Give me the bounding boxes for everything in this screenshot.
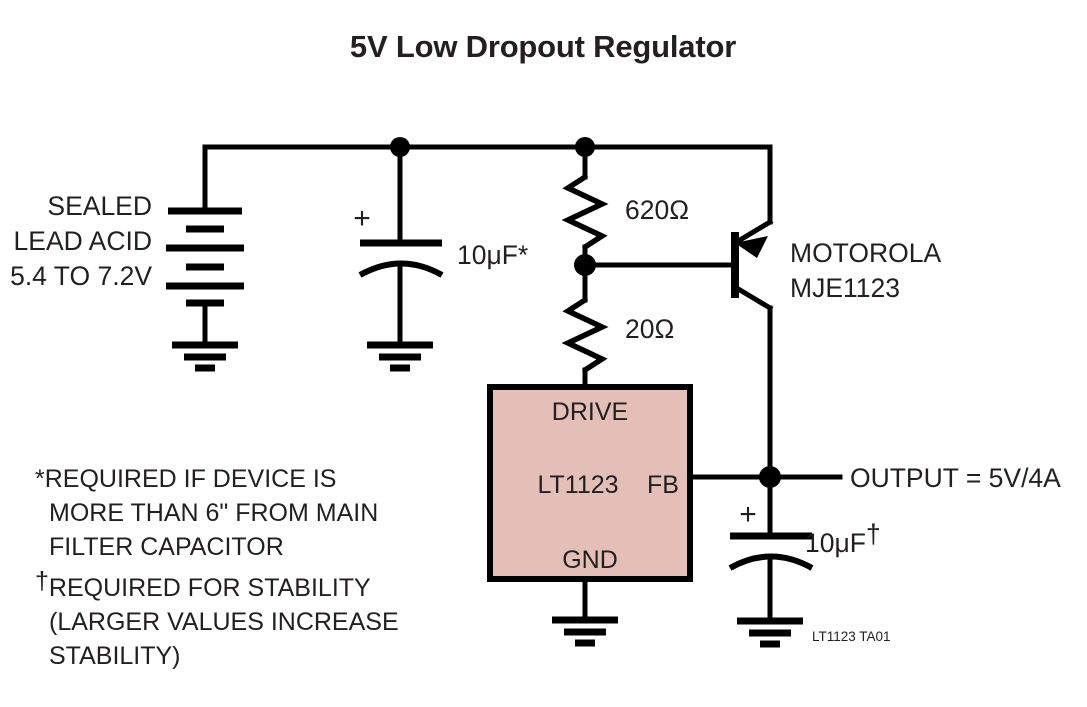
ground-symbol-battery <box>172 341 238 372</box>
footnote-asterisk-line3: FILTER CAPACITOR <box>49 533 284 561</box>
output-cap-polarity: + <box>739 498 757 531</box>
junction-dot-input <box>390 137 410 157</box>
footnote-asterisk-marker: * <box>35 465 45 493</box>
footnote-dagger-line3: STABILITY) <box>49 642 181 670</box>
input-cap-polarity: + <box>353 202 371 235</box>
pnp-transistor <box>731 144 774 480</box>
junction-dot-divider-top <box>575 137 595 157</box>
ic-pin-drive-label: DRIVE <box>552 398 628 426</box>
output-cap-value-main: 10μF <box>805 528 866 558</box>
page-title: 5V Low Dropout Regulator <box>350 29 736 64</box>
source-label-line1: SEALED <box>47 191 152 221</box>
source-label-line3: 5.4 TO 7.2V <box>10 261 152 291</box>
output-cap-value: 10μF† <box>805 519 881 558</box>
ic-pin-fb-label: FB <box>647 471 679 499</box>
footnote-asterisk-line1: *REQUIRED IF DEVICE IS <box>35 465 336 493</box>
resistor-bottom-value: 20Ω <box>625 314 674 344</box>
ic-body-rect <box>487 384 693 582</box>
ground-symbol-input-cap <box>367 341 433 372</box>
footnote-dagger-marker: † <box>35 567 49 595</box>
footnote-asterisk-line2: MORE THAN 6" FROM MAIN <box>49 499 378 527</box>
source-label-line2: LEAD ACID <box>14 226 152 256</box>
input-capacitor <box>358 137 444 372</box>
footnote-asterisk: *REQUIRED IF DEVICE IS MORE THAN 6" FROM… <box>35 465 378 561</box>
ground-symbol-ic <box>552 616 618 647</box>
figure-part-number: LT1123 TA01 <box>812 629 891 644</box>
input-cap-value: 10μF* <box>457 240 528 270</box>
ic-lt1123: DRIVE LT1123 FB GND <box>487 384 773 647</box>
battery-source <box>166 144 244 372</box>
ic-part-label: LT1123 <box>537 471 618 499</box>
transistor-label-line2: MJE1123 <box>790 273 900 303</box>
output-network <box>728 466 843 648</box>
transistor-label-line1: MOTOROLA <box>790 238 941 268</box>
resistor-divider <box>561 137 609 390</box>
ic-pin-gnd-label: GND <box>562 546 618 574</box>
transistor-emitter-arrow <box>735 236 768 258</box>
output-label: OUTPUT = 5V/4A <box>850 463 1061 493</box>
resistor-top-value: 620Ω <box>625 195 689 225</box>
footnote-dagger: †REQUIRED FOR STABILITY (LARGER VALUES I… <box>35 567 399 670</box>
ground-symbol-output-cap <box>737 617 803 648</box>
output-cap-value-dagger: † <box>866 519 881 549</box>
footnote-dagger-line2: (LARGER VALUES INCREASE <box>49 608 399 636</box>
footnote-dagger-line1: †REQUIRED FOR STABILITY <box>35 567 371 602</box>
